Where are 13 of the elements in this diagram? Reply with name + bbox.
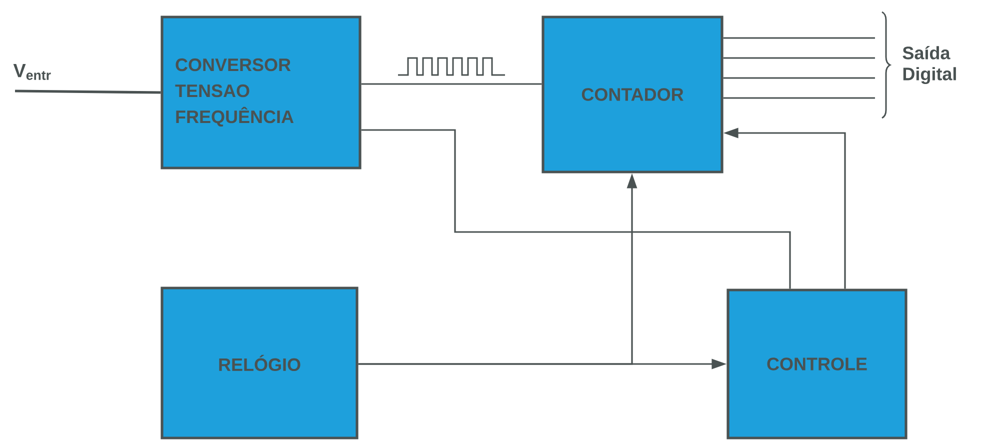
- block-box: CONVERSOR TENSAO FREQUÊNCIA: [160, 16, 362, 170]
- output-label: Saída Digital: [902, 46, 956, 84]
- connector-line: [361, 129, 791, 289]
- block-box: RELÓGIO: [160, 286, 358, 440]
- connector-line: [723, 37, 875, 39]
- connector-line: [723, 57, 875, 59]
- connector-line: [723, 97, 875, 99]
- connector-line: [15, 90, 161, 94]
- block-box: CONTROLE: [726, 288, 908, 440]
- connector-line: [361, 83, 542, 85]
- block-box: CONTADOR: [542, 16, 724, 174]
- edge-label: V$_{entr}$: [13, 64, 51, 80]
- connector-line: [723, 77, 875, 79]
